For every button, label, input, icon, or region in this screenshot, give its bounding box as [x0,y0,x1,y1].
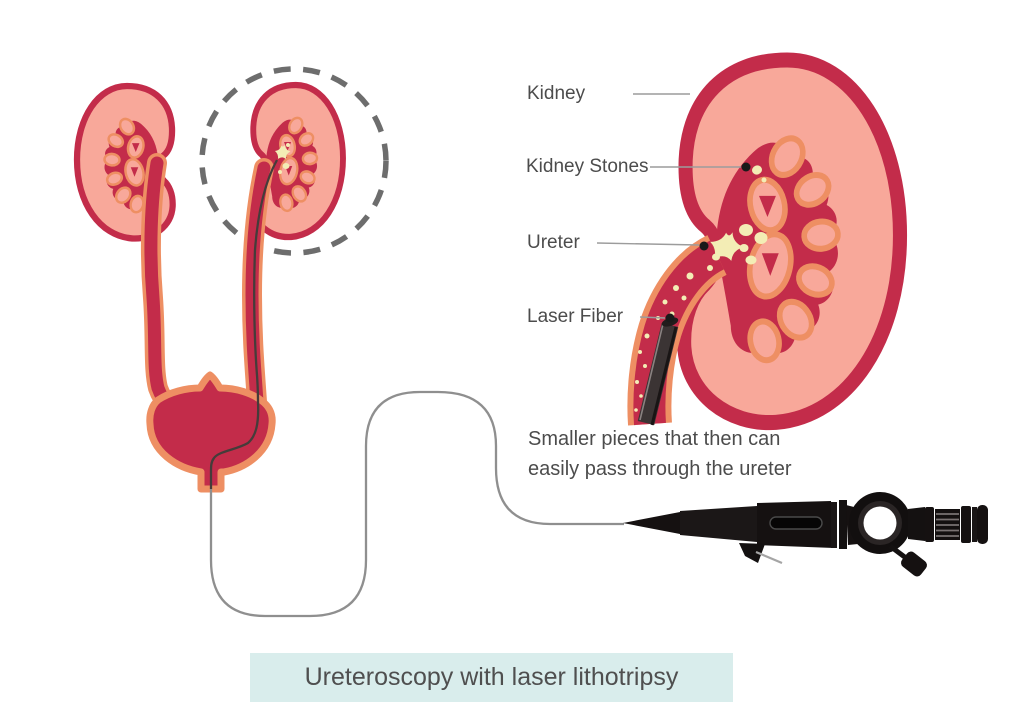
label-kidney: Kidney [527,83,586,104]
caption-line-1: Smaller pieces that then can [528,428,781,450]
stone-fragments [634,165,768,412]
ureteroscope-device [623,492,988,577]
laser-fiber-probe [637,317,679,426]
title-banner: Ureteroscopy with laser lithotripsy [250,653,733,702]
laser-fiber-wire [209,159,279,489]
title-text: Ureteroscopy with laser lithotripsy [304,663,679,691]
leader-lines [596,93,751,323]
focus-dashed-circle [199,66,389,256]
scope-cable-wire [209,390,624,618]
caption-line-2: easily pass through the ureter [528,458,792,480]
label-kidney-stones: Kidney Stones [526,156,649,177]
label-laser-fiber: Laser Fiber [527,306,624,327]
ureter-right-illustration [241,158,274,412]
caption-text: Smaller pieces that then can easily pass… [528,424,792,484]
label-ureter: Ureter [527,232,580,253]
kidney-stones-cluster [273,143,292,174]
bladder-illustration [146,371,276,493]
